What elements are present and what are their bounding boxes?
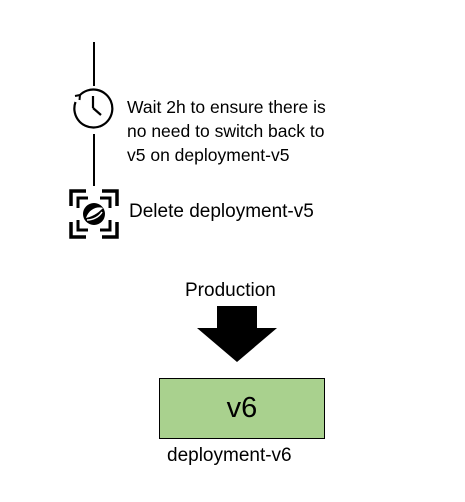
delete-step-text: Delete deployment-v5 [129, 201, 314, 222]
timeline-connector-top [93, 42, 95, 86]
deployment-box: v6 [159, 378, 325, 439]
wait-step-line-2: no need to switch back to [127, 121, 325, 141]
wait-step-text: Wait 2h to ensure there is no need to sw… [127, 95, 326, 167]
spring-boot-icon [69, 189, 119, 239]
down-arrow-icon [197, 306, 277, 362]
clock-icon [73, 88, 114, 129]
environment-label: Production [185, 280, 276, 301]
deployment-name-label: deployment-v6 [167, 445, 292, 466]
deployment-version-label: v6 [226, 392, 258, 424]
wait-step-line-3: v5 on deployment-v5 [127, 145, 290, 165]
timeline-connector-middle [93, 134, 95, 186]
wait-step-line-1: Wait 2h to ensure there is [127, 97, 326, 117]
